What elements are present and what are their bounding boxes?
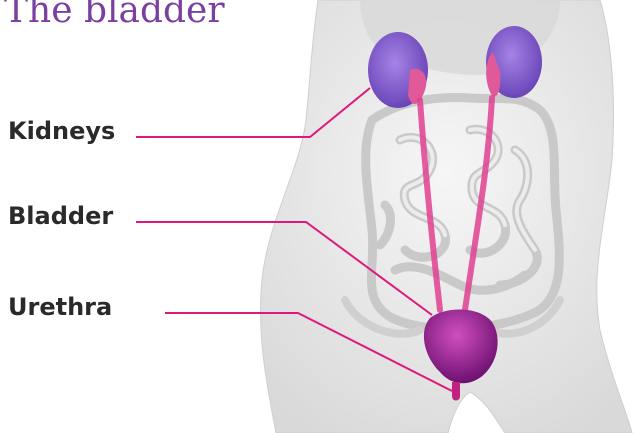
urethra-label: Urethra	[8, 293, 112, 321]
urethra-organ	[452, 382, 460, 401]
kidneys-label: Kidneys	[8, 117, 115, 145]
bladder-label: Bladder	[8, 202, 113, 230]
page-title: The bladder	[4, 0, 225, 31]
